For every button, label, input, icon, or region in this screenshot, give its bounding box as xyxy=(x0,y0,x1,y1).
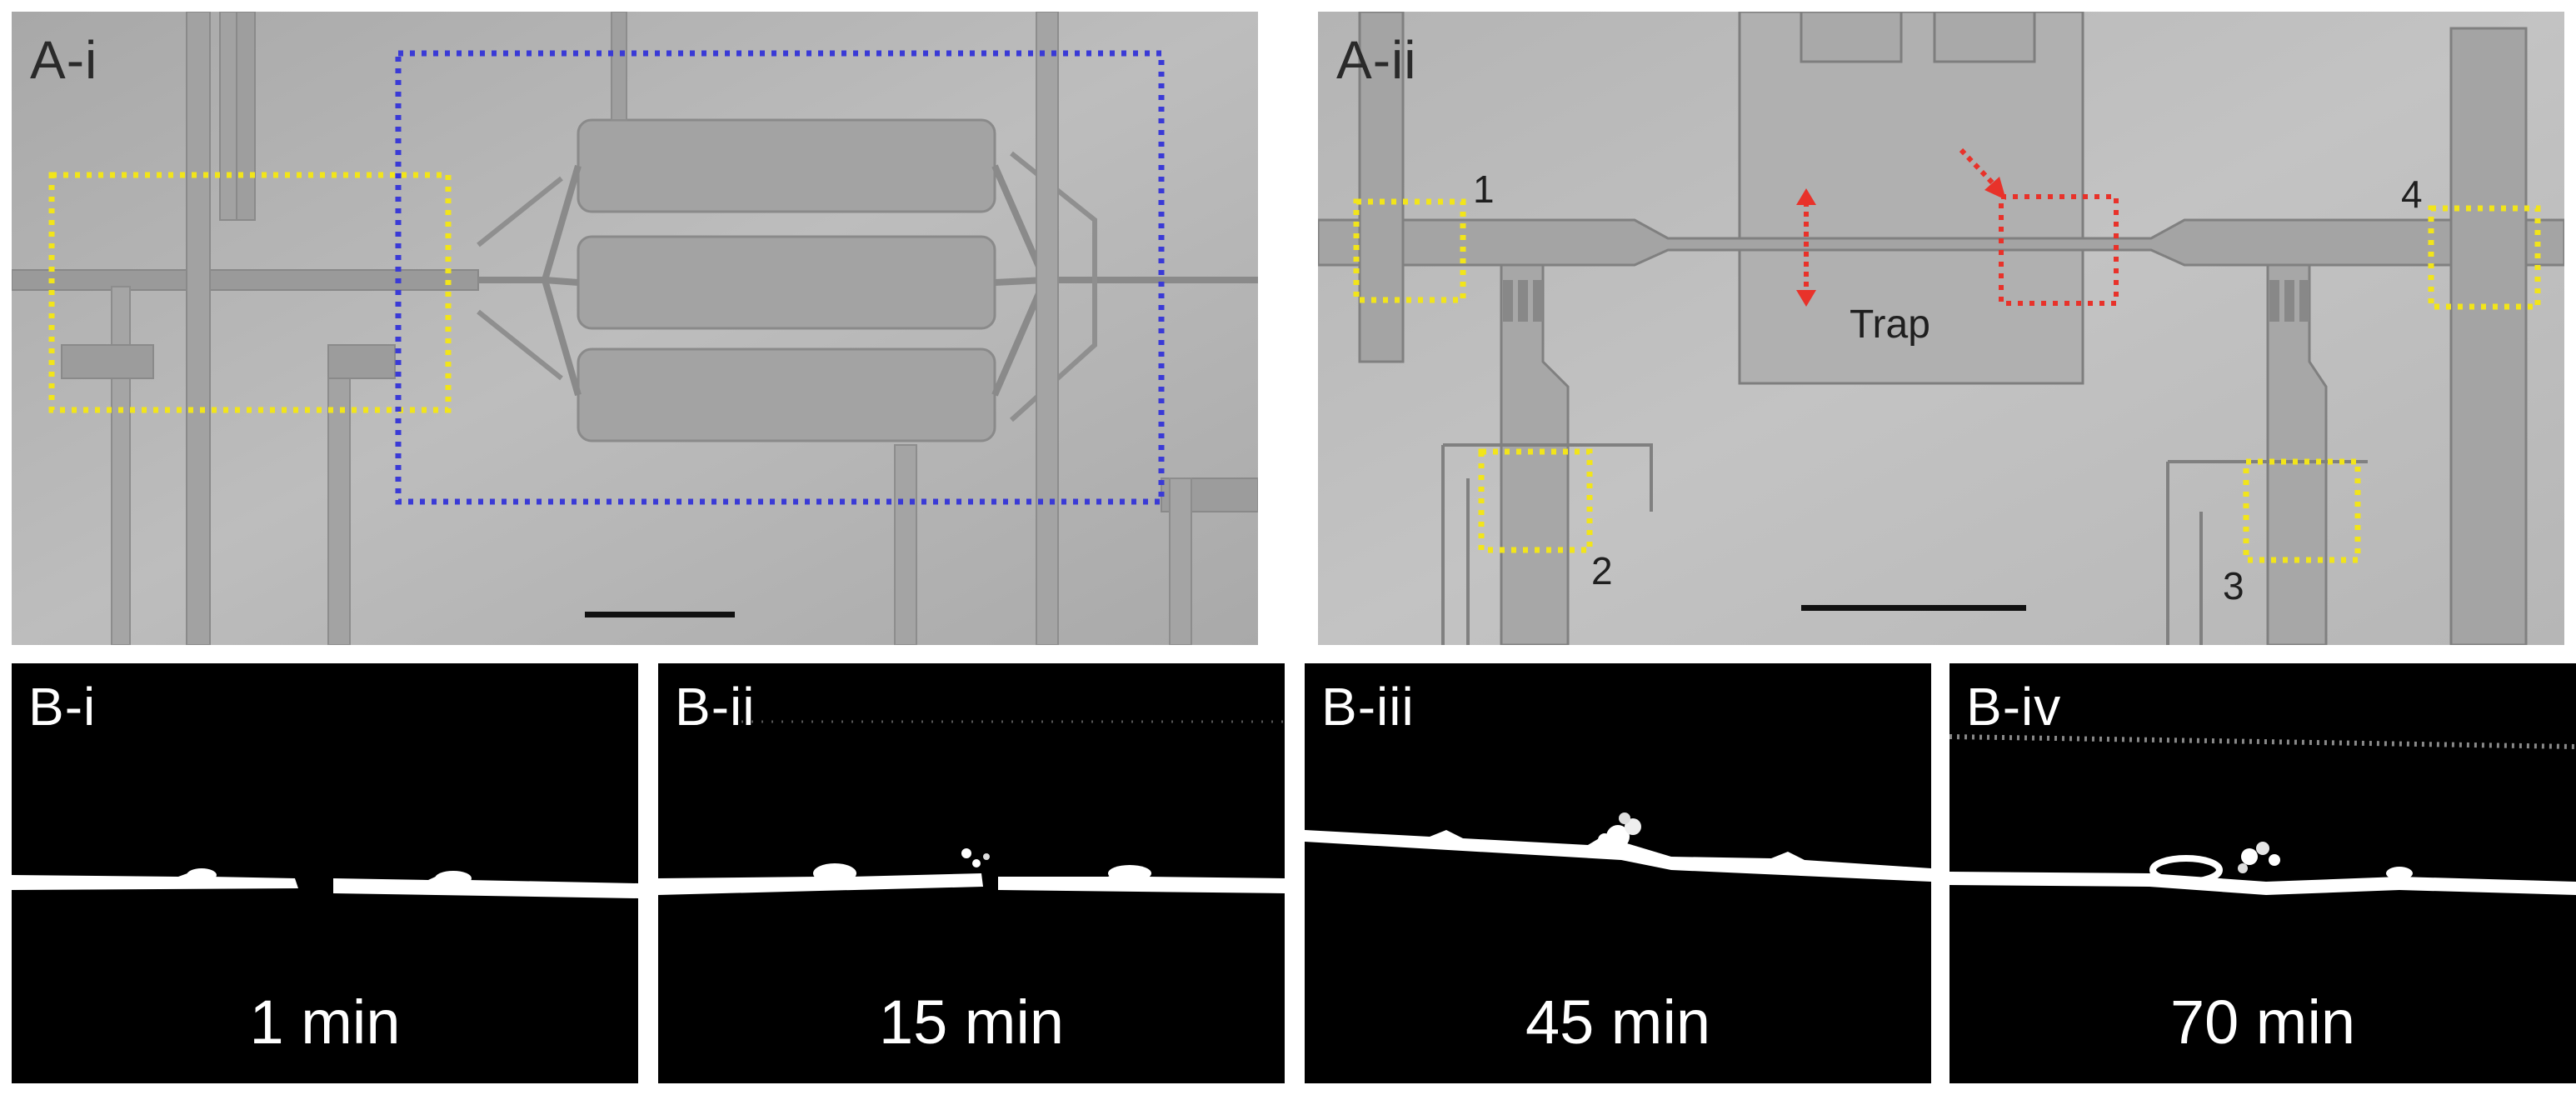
fluorescence-b-ii xyxy=(658,720,1285,895)
panel-label: B-iv xyxy=(1966,677,2062,737)
port-label-3: 3 xyxy=(2223,564,2244,608)
panel-label: B-ii xyxy=(675,677,756,737)
port-box-4 xyxy=(2428,205,2541,310)
panel-a-i: A-i xyxy=(12,12,1258,645)
panel-b-ii: B-ii 15 min xyxy=(658,663,1285,1083)
yellow-box xyxy=(48,172,452,413)
fluorescence-b-iii xyxy=(1305,812,1931,882)
time-label: 15 min xyxy=(878,988,1065,1057)
scale-bar xyxy=(1801,605,2026,611)
panel-b-i: B-i 1 min xyxy=(12,663,638,1083)
panel-label: A-i xyxy=(30,30,98,90)
port-label-1: 1 xyxy=(1473,168,1495,211)
trap-label: Trap xyxy=(1850,302,1930,347)
port-label-2: 2 xyxy=(1591,549,1613,592)
port-label-4: 4 xyxy=(2401,172,2423,216)
micrograph-a-ii xyxy=(1318,12,2564,645)
port-box-1 xyxy=(1353,198,1466,303)
panel-a-ii: A-ii 1 2 3 4 Trap xyxy=(1318,12,2564,645)
fluorescence-b-i xyxy=(12,868,638,898)
panel-label: B-i xyxy=(28,677,97,737)
time-label: 45 min xyxy=(1525,988,1711,1057)
trap-box xyxy=(1999,194,2119,306)
panel-b-iii: B-iii 45 min xyxy=(1305,663,1931,1083)
panel-b-iv: B-iv 70 min xyxy=(1949,663,2576,1083)
scale-bar xyxy=(585,612,735,618)
time-label: 70 min xyxy=(2169,988,2356,1057)
time-label: 1 min xyxy=(249,988,401,1057)
fluorescence-b-iv xyxy=(1949,734,2576,895)
port-box-2 xyxy=(1478,448,1593,553)
panel-label: B-iii xyxy=(1321,677,1415,737)
panel-label: A-ii xyxy=(1336,30,1417,90)
micrograph-a-i xyxy=(12,12,1258,645)
